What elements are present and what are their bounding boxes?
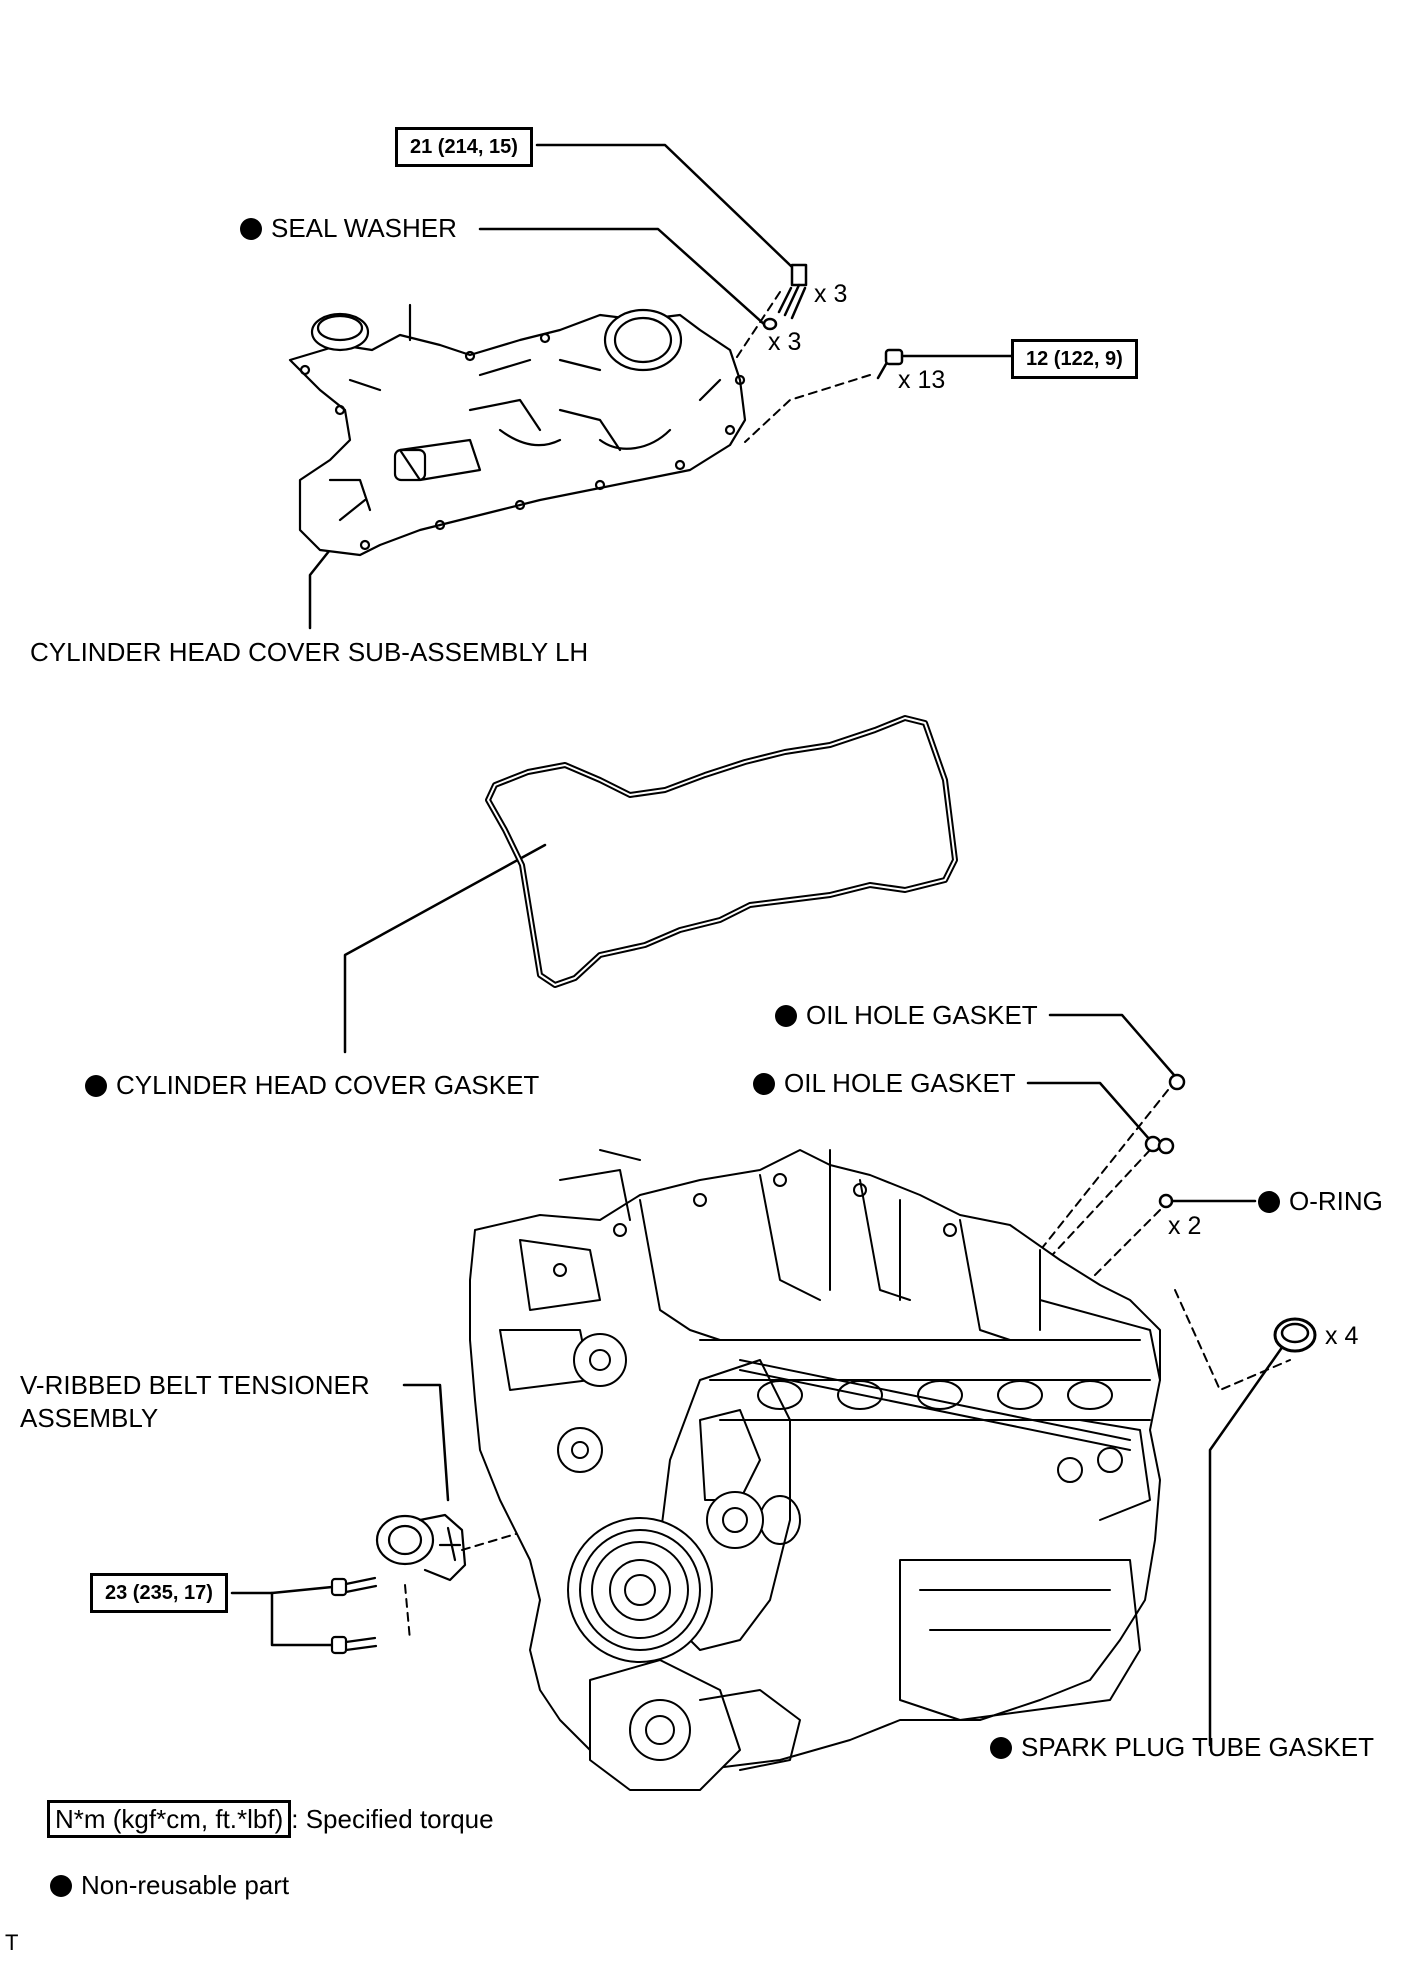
legend-torque-box: N*m (kgf*cm, ft.*lbf) [47, 1800, 292, 1838]
torque-spec-text: 12 (122, 9) [1026, 348, 1123, 370]
torque-spec-bolt-upper: 21 (214, 15) [395, 127, 533, 167]
oil-hole-gasket-text: OIL HOLE GASKET [784, 1068, 1016, 1098]
label-oil-hole-gasket-2: OIL HOLE GASKET [753, 1068, 1016, 1098]
label-spark-plug-tube-gasket: SPARK PLUG TUBE GASKET [990, 1732, 1374, 1762]
legend-non-reusable: Non-reusable part [50, 1870, 289, 1900]
qty-cover-bolt: x 13 [898, 366, 946, 394]
o-ring-text: O-RING [1289, 1186, 1383, 1216]
label-seal-washer: SEAL WASHER [240, 213, 457, 243]
non-reusable-dot-icon [753, 1073, 775, 1095]
small-bolt-icon [876, 348, 904, 380]
belt-tensioner-drawing [375, 1513, 467, 1582]
cylinder-head-cover-drawing [288, 303, 747, 557]
label-oil-hole-gasket-1: OIL HOLE GASKET [775, 1000, 1038, 1030]
oil-hole-gasket-icons [1144, 1073, 1186, 1209]
label-cylinder-head-cover: CYLINDER HEAD COVER SUB-ASSEMBLY LH [30, 637, 589, 667]
non-reusable-dot-icon [50, 1875, 72, 1897]
torque-spec-tensioner-bolt: 23 (235, 17) [90, 1573, 228, 1613]
spark-plug-tube-gasket-icon [1273, 1317, 1317, 1353]
engine-assembly-drawing [469, 1149, 1161, 1791]
qty-bolt: x 3 [814, 280, 848, 308]
qty-washer: x 3 [768, 328, 802, 356]
legend-torque: N*m (kgf*cm, ft.*lbf): Specified torque [47, 1800, 494, 1838]
torque-spec-text: 23 (235, 17) [105, 1582, 213, 1604]
torque-spec-text: 21 (214, 15) [410, 136, 518, 158]
leader-lines [230, 143, 1285, 1747]
non-reusable-dot-icon [85, 1075, 107, 1097]
legend-torque-desc: : Specified torque [291, 1804, 494, 1834]
non-reusable-dot-icon [1258, 1191, 1280, 1213]
oil-hole-gasket-text: OIL HOLE GASKET [806, 1000, 1038, 1030]
cover-gasket-text: CYLINDER HEAD COVER GASKET [116, 1070, 540, 1100]
tensioner-bolt-icons [330, 1576, 378, 1655]
non-reusable-dot-icon [990, 1737, 1012, 1759]
qty-spark-plug-gasket: x 4 [1325, 1322, 1359, 1350]
spark-plug-tube-gasket-text: SPARK PLUG TUBE GASKET [1021, 1732, 1375, 1762]
label-o-ring: O-RING [1258, 1186, 1383, 1216]
legend-non-reusable-text: Non-reusable part [81, 1870, 290, 1900]
qty-o-ring: x 2 [1168, 1212, 1202, 1240]
seal-washer-text: SEAL WASHER [271, 213, 457, 243]
label-belt-tensioner-line2: ASSEMBLY [20, 1403, 159, 1433]
seal-washer-icon [762, 317, 778, 331]
cover-gasket-drawing [485, 715, 958, 988]
torque-spec-cover-bolt: 12 (122, 9) [1011, 339, 1138, 379]
footer-mark: T [5, 1930, 19, 1955]
non-reusable-dot-icon [240, 218, 262, 240]
label-cylinder-head-cover-gasket: CYLINDER HEAD COVER GASKET [85, 1070, 539, 1100]
label-belt-tensioner-line1: V-RIBBED BELT TENSIONER [20, 1370, 370, 1400]
non-reusable-dot-icon [775, 1005, 797, 1027]
bolt-icon [777, 263, 808, 320]
